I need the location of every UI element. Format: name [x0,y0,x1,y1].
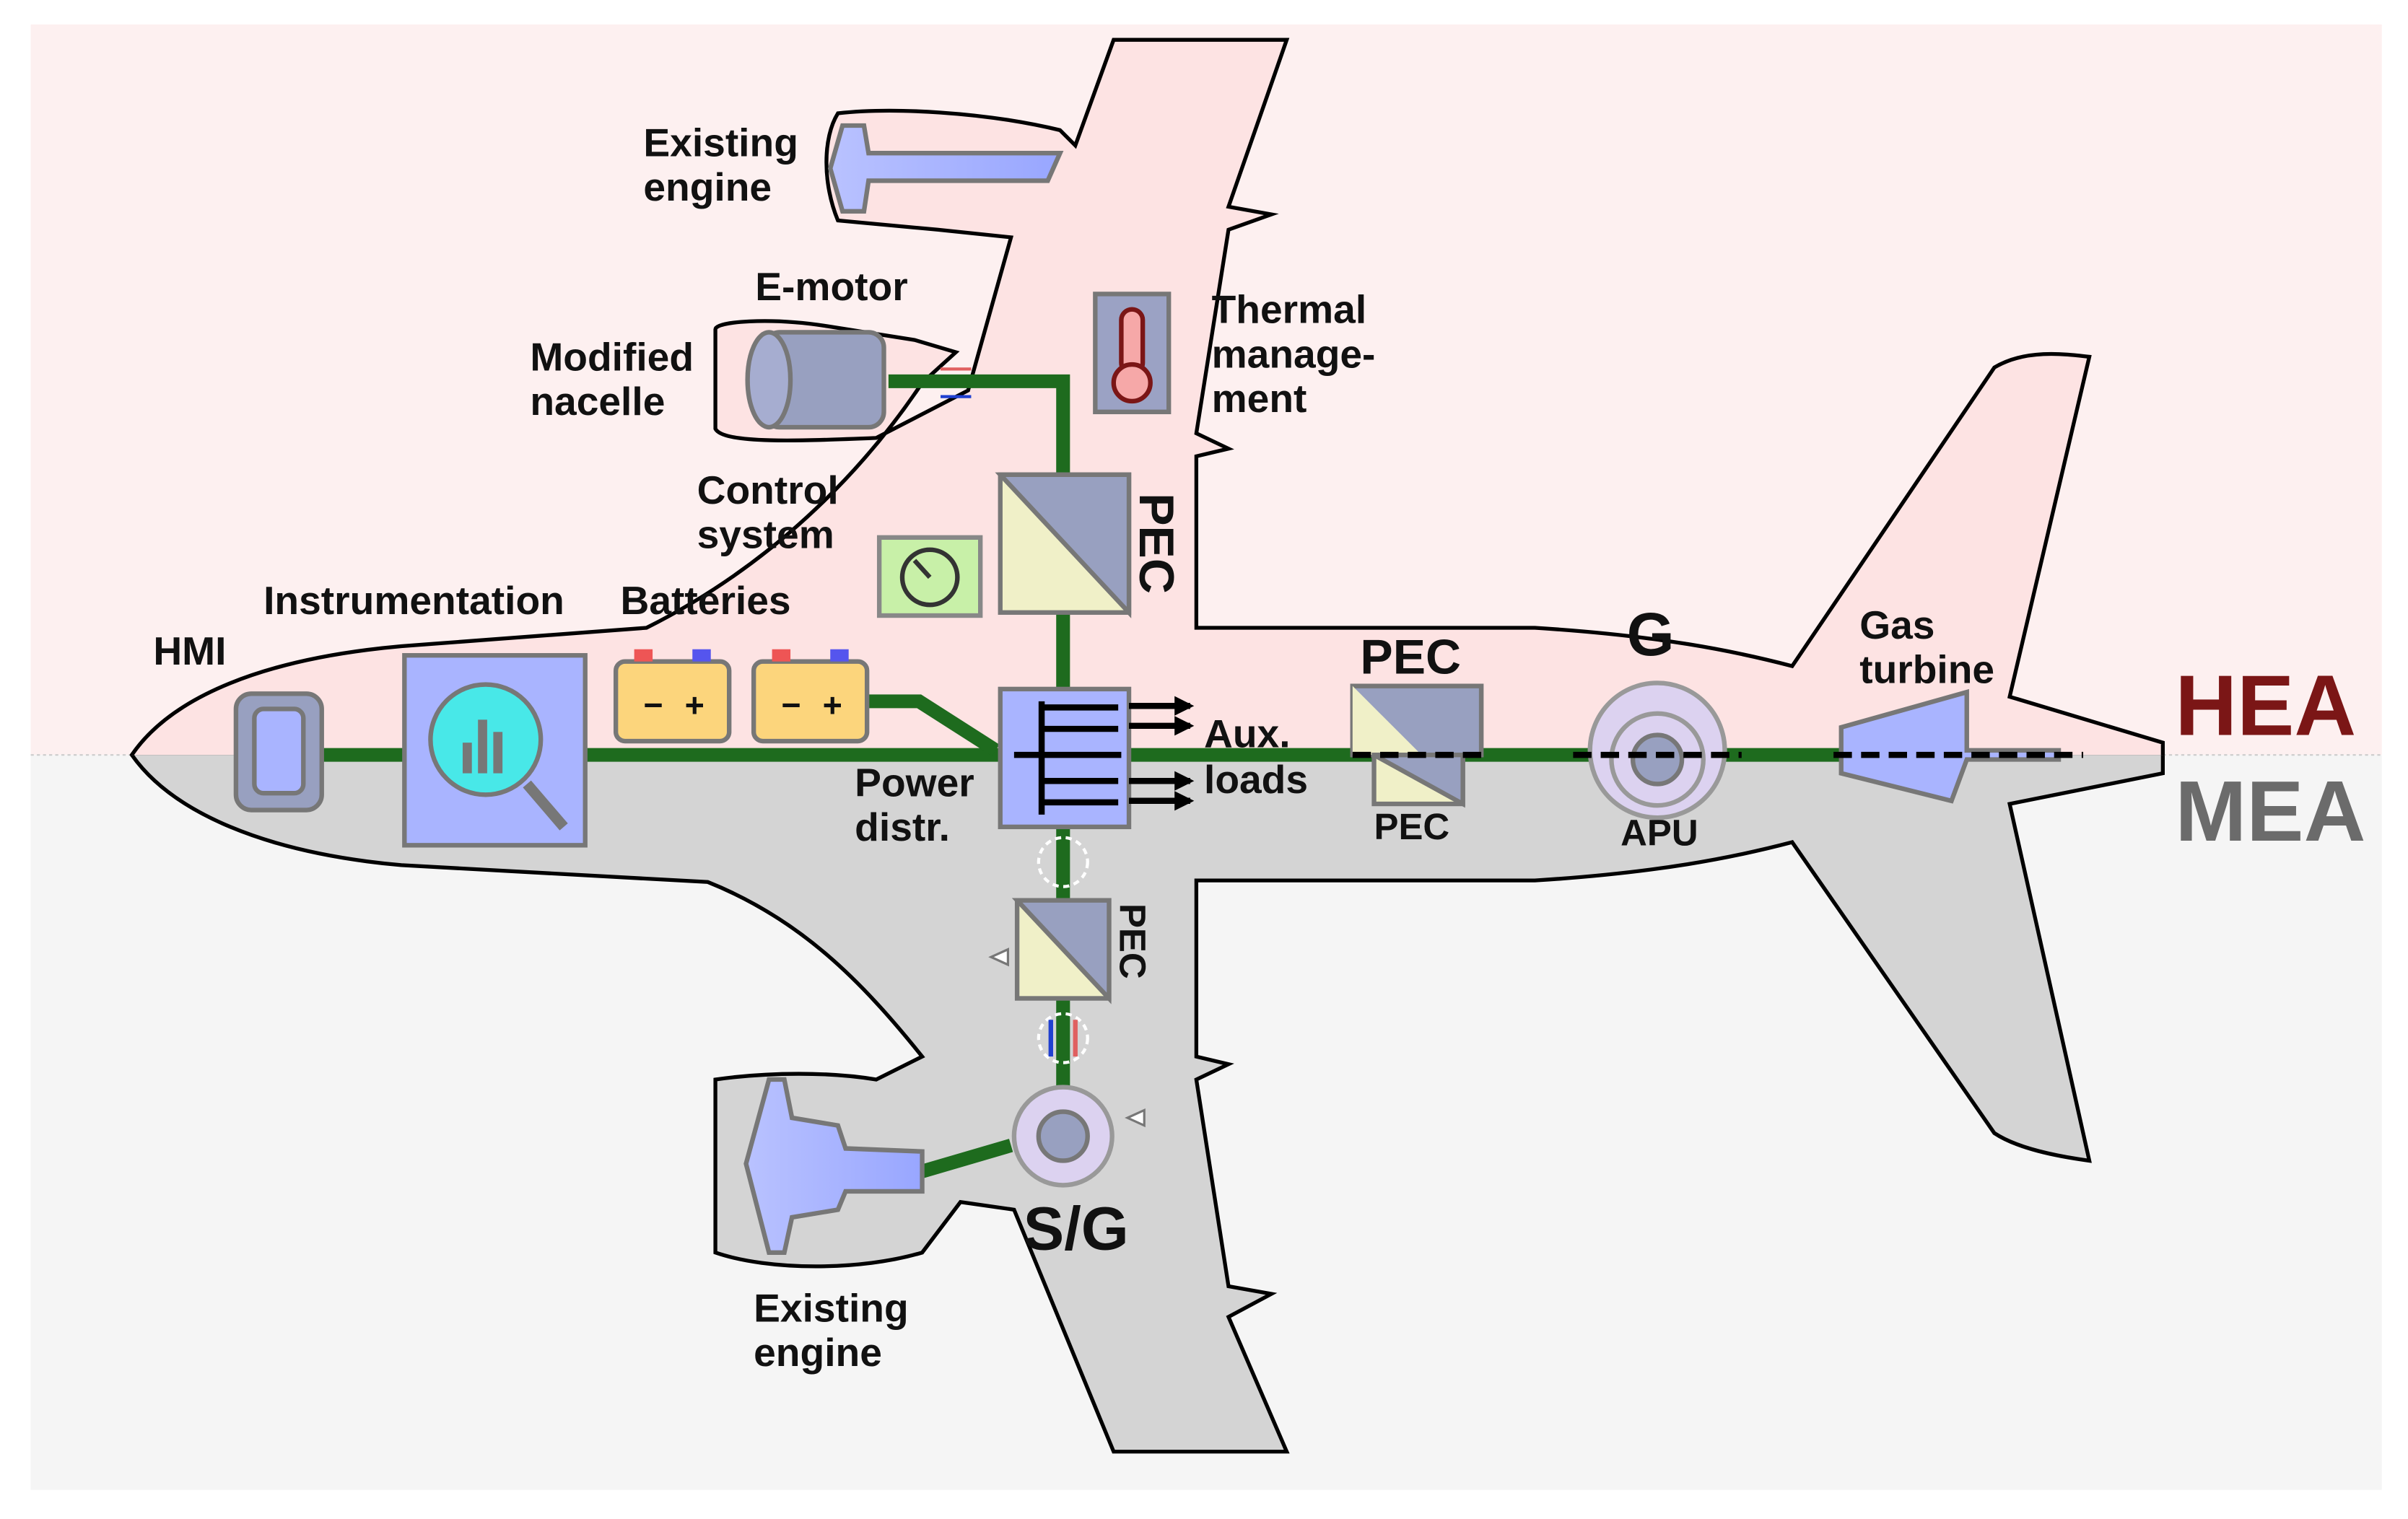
existing-engine-bottom [743,1077,925,1255]
apu-label: APU [1620,812,1698,853]
instrumentation [402,653,588,848]
hmi-label: HMI [153,629,226,673]
pec-top-label: PEC [1129,493,1183,594]
modified-nacelle-label-1: Modified [530,335,694,380]
hmi [233,691,324,813]
aux-load-arrows [1129,696,1195,811]
existing-engine-top-label-1: Existing [643,120,798,165]
svg-text:+: + [685,686,704,724]
labels: Existing engine E-motor Modified nacelle… [153,120,2365,1374]
svg-text:−: − [643,686,663,724]
existing-engine-bottom-label-2: engine [754,1330,882,1375]
svg-text:+: + [823,686,842,724]
existing-engine-top-label-2: engine [643,165,772,209]
apu-generator [1573,680,1742,820]
connector-ring [1037,836,1089,888]
gas-turbine-label-1: Gas [1859,603,1934,647]
thermal-management-label-1: Thermal [1212,287,1367,332]
starter-generator [1011,1085,1146,1188]
thermal-management [1093,292,1172,414]
thermal-management-label-3: ment [1212,376,1307,421]
existing-engine-top [827,123,1064,214]
batteries: − + − + [613,649,870,744]
thermal-management-label-2: manage- [1212,331,1376,376]
engine-icon [827,123,1064,214]
battery-icon [751,659,870,744]
generator-label: G [1627,600,1675,668]
aux-loads-label-2: loads [1204,757,1308,802]
pec-bottom [988,898,1112,1004]
mea-zone-label: MEA [2175,763,2365,859]
batteries-label: Batteries [621,578,791,623]
pec-tail [1350,683,1484,808]
modified-nacelle-label-2: nacelle [530,379,665,424]
gas-turbine [1833,688,2084,804]
power-distr-label-1: Power [855,760,974,805]
hea-zone-label: HEA [2175,658,2356,754]
control-system [876,535,983,618]
pec-tail-top-label: PEC [1360,631,1461,685]
e-motor-label: E-motor [755,264,907,309]
battery-icon [613,659,732,744]
power-distr-label-2: distr. [855,805,950,849]
e-motor [745,330,972,430]
svg-text:−: − [781,686,801,724]
control-system-label-2: system [697,512,834,557]
engine-icon [743,1077,925,1255]
bidirectional-arrows [1037,1012,1089,1064]
gas-turbine-label-2: turbine [1859,647,1994,691]
existing-engine-bottom-label-1: Existing [754,1285,909,1330]
control-system-label-1: Control [697,468,839,512]
instrumentation-label: Instrumentation [263,578,564,623]
starter-generator-label: S/G [1024,1194,1129,1263]
power-distribution [998,686,1132,830]
pec-bottom-label: PEC [1112,903,1153,979]
pec-top [995,472,1132,618]
turbine-icon [1838,688,2062,804]
pec-tail-bottom-label: PEC [1374,806,1450,847]
aux-loads-label-1: Aux. [1204,712,1291,756]
